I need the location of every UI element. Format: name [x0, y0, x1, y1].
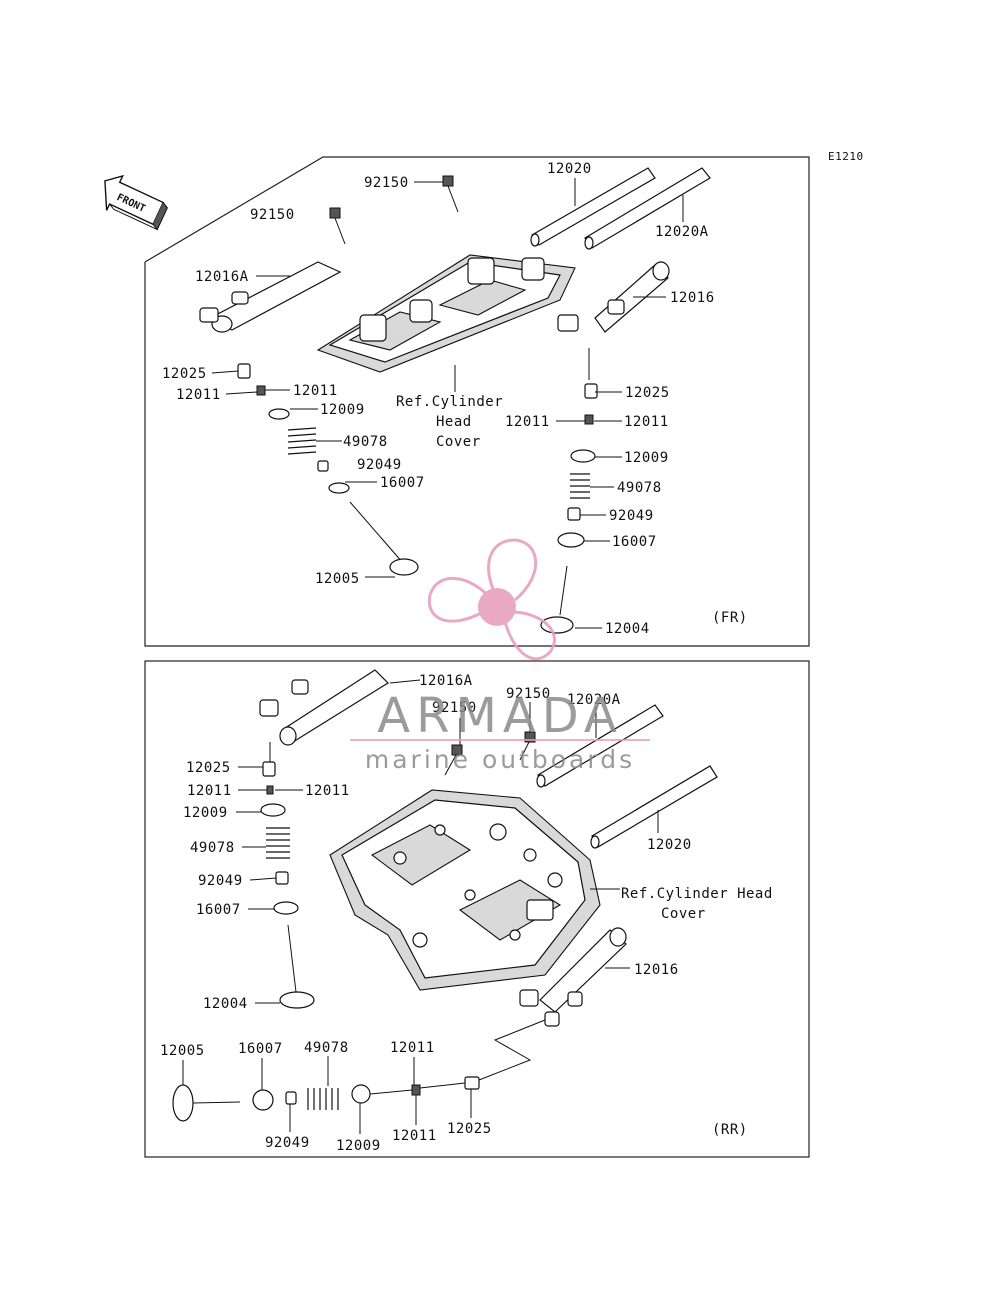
rocker-arm-12016-rr — [519, 927, 627, 1027]
callout: 12020A — [567, 692, 621, 708]
section-label: (RR) — [712, 1122, 748, 1138]
valve-stack-left-fr — [237, 363, 419, 576]
callout: 49078 — [343, 434, 388, 450]
callout: 12004 — [605, 621, 650, 637]
callout: 12009 — [320, 402, 365, 418]
callout: 92150 — [364, 175, 409, 191]
ref-label-line: Cover — [661, 906, 706, 922]
callout: 92049 — [198, 873, 243, 889]
callouts-rr: 12016A 92150 12020A 92150 12025 12011 12… — [160, 673, 773, 1154]
leader-lines-fr — [211, 178, 684, 629]
valve-stack-left-rr — [260, 761, 315, 1009]
callout: 12020 — [547, 161, 592, 177]
callout: 12011 — [505, 414, 550, 430]
callout: 12011 — [187, 783, 232, 799]
rocker-shaft-12020-rr — [590, 765, 718, 849]
callout: 12025 — [186, 760, 231, 776]
rocker-arm-12016A-rr — [259, 669, 389, 746]
ref-label-line: Ref.Cylinder Head — [621, 886, 773, 902]
callout: 49078 — [190, 840, 235, 856]
callout: 16007 — [196, 902, 241, 918]
callout: 16007 — [238, 1041, 283, 1057]
callout: 12020A — [655, 224, 709, 240]
callout: 16007 — [612, 534, 657, 550]
callout: 12011 — [293, 383, 338, 399]
callout: 12005 — [160, 1043, 205, 1059]
callout: 12016A — [195, 269, 249, 285]
leader-lines-rr — [182, 679, 659, 1134]
valve-stack-right-fr — [540, 383, 598, 634]
callout: 49078 — [617, 480, 662, 496]
watermark-tagline: marine outboards — [365, 745, 635, 774]
callouts-fr: 92150 12020 92150 12020A 12016A 12016 12… — [162, 161, 748, 637]
callout: 92150 — [506, 686, 551, 702]
callout: 12009 — [336, 1138, 381, 1154]
armada-watermark: ARMADA marine outboards — [350, 538, 650, 774]
callout: 12009 — [183, 805, 228, 821]
callout: 16007 — [380, 475, 425, 491]
callout: 92150 — [250, 207, 295, 223]
callout: 12011 — [305, 783, 350, 799]
valve-row-bottom-rr — [172, 1019, 546, 1122]
callout: 12009 — [624, 450, 669, 466]
cylinder-head-cover-fr — [316, 254, 576, 373]
panel-rear-cylinder: 12016A 92150 12020A 92150 12025 12011 12… — [144, 660, 810, 1158]
bolt-92150-c — [444, 744, 463, 776]
callout: 12025 — [447, 1121, 492, 1137]
ref-label-line: Head — [436, 414, 472, 430]
callout: 12016A — [419, 673, 473, 689]
rocker-shaft-12020 — [530, 167, 656, 247]
callout: 12016 — [634, 962, 679, 978]
callout: 92049 — [265, 1135, 310, 1151]
rocker-arm-12016 — [557, 261, 670, 333]
callout: 12011 — [176, 387, 221, 403]
callout: 12025 — [625, 385, 670, 401]
diagram-code: E1210 — [828, 150, 864, 163]
callout: 12011 — [392, 1128, 437, 1144]
rocker-shaft-12020A-rr — [536, 704, 664, 788]
front-arrow-icon: FRONT — [104, 174, 168, 231]
rocker-shaft-12020A — [584, 167, 711, 250]
callout: 12011 — [390, 1040, 435, 1056]
callout: 92150 — [432, 700, 477, 716]
callout: 92049 — [609, 508, 654, 524]
panel-front-cylinder: 92150 12020 92150 12020A 12016A 12016 12… — [144, 156, 810, 647]
callout: 12011 — [624, 414, 669, 430]
callout: 12025 — [162, 366, 207, 382]
ref-label-line: Cover — [436, 434, 481, 450]
callout: 12004 — [203, 996, 248, 1012]
ref-label-line: Ref.Cylinder — [396, 394, 503, 410]
callout: 12005 — [315, 571, 360, 587]
cylinder-head-cover-rr — [329, 789, 601, 991]
rocker-arm-12016A — [199, 261, 342, 333]
callout: 92049 — [357, 457, 402, 473]
bolt-92150-b — [442, 175, 459, 213]
callout: 49078 — [304, 1040, 349, 1056]
callout: 12020 — [647, 837, 692, 853]
bolt-92150-a — [329, 207, 346, 245]
section-label: (FR) — [712, 610, 748, 626]
callout: 12016 — [670, 290, 715, 306]
watermark-brand: ARMADA — [377, 688, 622, 744]
propeller-logo-icon — [427, 538, 556, 661]
